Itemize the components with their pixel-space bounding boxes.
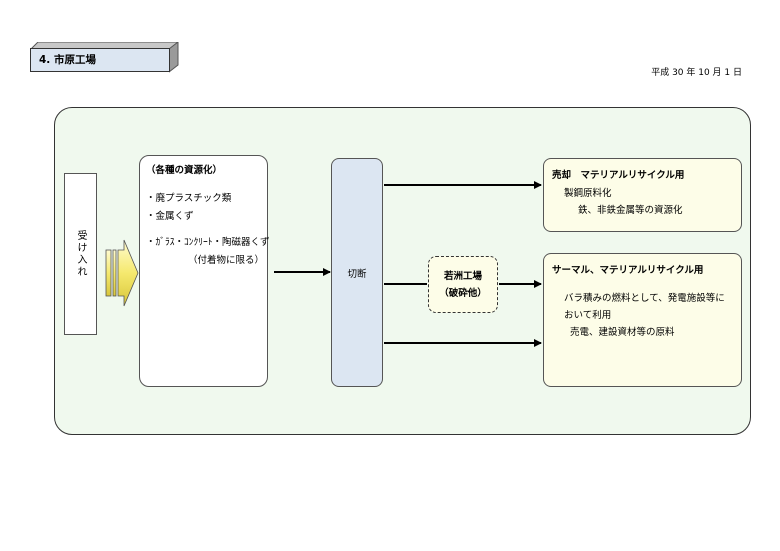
section-title: 4. 市原工場 — [30, 48, 170, 72]
output-sale-box: 売却 マテリアルリサイクル用 製鋼原料化 鉄、非鉄金属等の資源化 — [543, 158, 742, 232]
output-sale-line: 鉄、非鉄金属等の資源化 — [578, 205, 683, 216]
resource-box: （各種の資源化） ・廃プラスチック類 ・金属くず ・ｶﾞﾗｽ・ｺﾝｸﾘｰﾄ・陶磁… — [139, 155, 270, 387]
output-thermal-title: サーマル、マテリアルリサイクル用 — [552, 265, 704, 276]
resource-item: ・廃プラスチック類 — [146, 193, 232, 204]
output-sale-title: 売却 マテリアルリサイクル用 — [552, 170, 685, 181]
wakasu-subtitle: （破砕他） — [439, 287, 487, 299]
output-thermal-line: バラ積みの燃料として、発電施設等に — [564, 293, 725, 304]
output-thermal-box: サーマル、マテリアルリサイクル用 バラ積みの燃料として、発電施設等に おいて利用… — [543, 253, 742, 387]
date-label: 平成 30 年 10 月 1 日 — [651, 68, 742, 78]
wakasu-box: 若洲工場 （破砕他） — [428, 256, 498, 313]
output-thermal-line: 売電、建設資材等の原料 — [570, 327, 675, 338]
resource-item: ・ｶﾞﾗｽ・ｺﾝｸﾘｰﾄ・陶磁器くず — [146, 237, 270, 248]
resource-item: ・金属くず — [146, 211, 194, 222]
header-bevel-side — [169, 42, 179, 73]
receive-label: 受け入れ — [75, 230, 86, 278]
big-arrow-icon — [105, 239, 139, 307]
wakasu-title: 若洲工場 — [443, 270, 482, 282]
resource-title: （各種の資源化） — [146, 165, 223, 176]
cutting-box: 切断 — [331, 158, 383, 387]
output-sale-line: 製鋼原料化 — [564, 188, 612, 199]
output-thermal-line: おいて利用 — [564, 310, 612, 321]
resource-note: （付着物に限る） — [188, 255, 265, 266]
cutting-label: 切断 — [347, 268, 367, 280]
receive-box: 受け入れ — [64, 173, 97, 335]
